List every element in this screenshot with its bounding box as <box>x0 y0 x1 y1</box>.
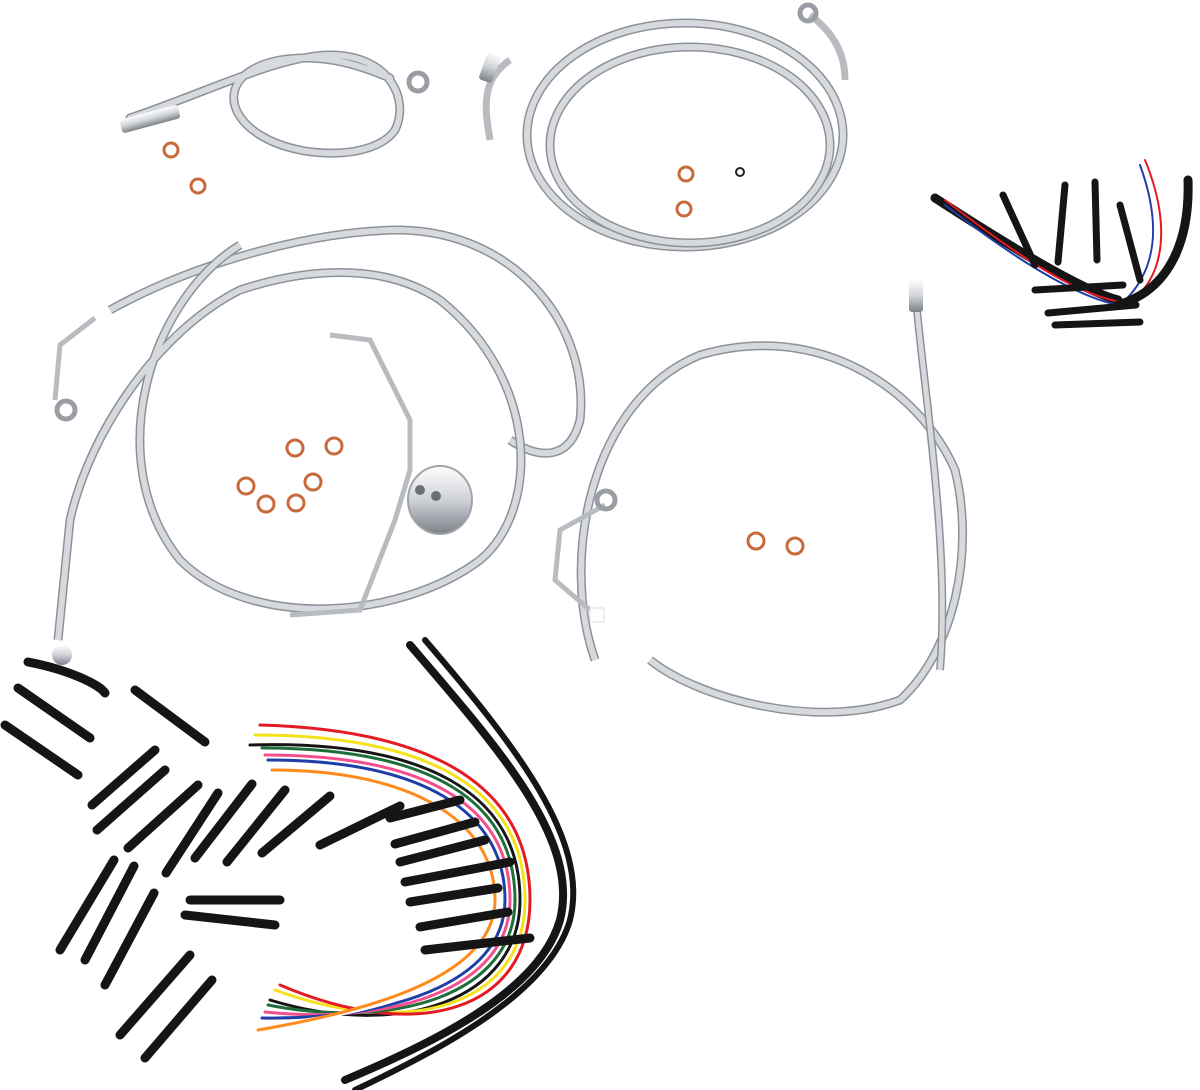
front-brake-line-loop <box>552 280 968 717</box>
short-brake-line <box>119 50 430 158</box>
copper-washers-group-1 <box>162 141 207 195</box>
copper-washers-group-3 <box>236 436 344 514</box>
copper-washers-group-2 <box>675 165 695 218</box>
long-coiled-brake-line <box>479 2 849 252</box>
small-wiring-harness <box>930 159 1193 329</box>
o-ring <box>735 167 745 177</box>
large-wiring-harness <box>248 637 577 1090</box>
heat-shrink-tubing <box>0 657 535 1063</box>
copper-washers-group-4 <box>746 531 805 556</box>
abs-brake-line-assembly <box>52 225 586 665</box>
brake-distribution-block <box>407 465 473 535</box>
